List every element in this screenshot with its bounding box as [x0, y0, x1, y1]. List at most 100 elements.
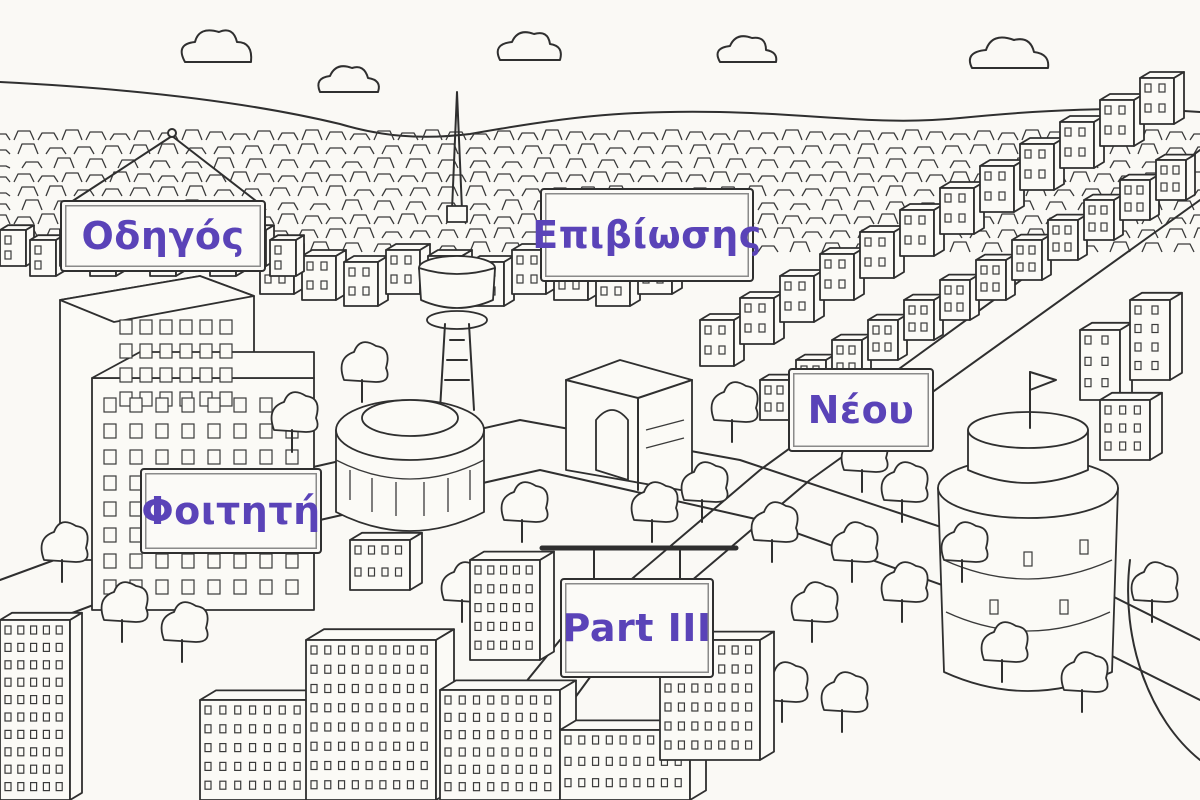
window: [992, 265, 1000, 275]
window: [1151, 323, 1159, 334]
window: [798, 281, 806, 291]
window: [1101, 378, 1109, 388]
window: [458, 747, 466, 757]
window: [718, 683, 726, 693]
window: [42, 677, 51, 687]
window: [487, 621, 495, 632]
window: [512, 640, 521, 650]
window: [404, 274, 412, 284]
window: [285, 579, 299, 595]
building-block: [1129, 291, 1183, 381]
tree: [160, 601, 209, 663]
window: [691, 721, 699, 731]
window: [362, 267, 370, 277]
window: [605, 756, 613, 766]
window: [718, 325, 726, 335]
rooftop-row: [0, 171, 1200, 183]
window: [103, 527, 117, 543]
window: [633, 756, 641, 766]
left-towers: [59, 275, 315, 611]
window: [4, 235, 12, 245]
tree: [500, 481, 549, 543]
window: [324, 703, 332, 713]
window: [394, 567, 403, 577]
window: [337, 683, 346, 694]
window: [1100, 205, 1108, 215]
sign-hangers: [67, 128, 739, 583]
window: [578, 756, 586, 766]
window: [17, 677, 25, 687]
window: [704, 325, 712, 335]
window: [458, 764, 466, 774]
window: [293, 724, 301, 734]
window: [664, 702, 672, 712]
window: [320, 280, 328, 290]
tree: [940, 521, 989, 583]
window: [420, 760, 428, 771]
window: [677, 702, 686, 712]
window: [406, 780, 415, 790]
window: [529, 712, 538, 722]
building-block: [1139, 71, 1185, 125]
window: [310, 760, 318, 771]
window: [530, 255, 538, 265]
tree: [980, 621, 1029, 683]
window: [367, 567, 376, 577]
window: [525, 640, 533, 650]
window: [379, 760, 387, 771]
window: [55, 677, 63, 687]
window: [1104, 441, 1112, 451]
window: [864, 237, 872, 247]
window: [42, 764, 51, 774]
window: [958, 213, 966, 223]
window: [1084, 356, 1092, 366]
window: [233, 553, 247, 569]
window: [351, 780, 359, 790]
building-block: [1083, 193, 1124, 241]
window: [390, 255, 398, 265]
window: [1100, 222, 1108, 232]
window: [515, 730, 523, 740]
window: [155, 553, 169, 569]
window: [219, 343, 233, 359]
window: [878, 237, 886, 247]
tree: [880, 461, 929, 523]
window: [664, 721, 672, 731]
window: [129, 397, 143, 413]
window: [310, 722, 318, 732]
window: [248, 742, 257, 753]
window: [515, 695, 523, 705]
window: [704, 740, 712, 750]
window: [633, 735, 641, 745]
window: [179, 319, 193, 335]
window: [55, 660, 63, 670]
window: [836, 345, 844, 355]
window: [17, 712, 25, 722]
window: [159, 367, 173, 383]
tree: [880, 561, 929, 623]
rotunda: [335, 399, 485, 532]
window: [204, 742, 212, 753]
window: [731, 702, 739, 712]
window: [605, 778, 613, 788]
window: [17, 747, 25, 757]
window: [591, 735, 600, 745]
window: [263, 724, 272, 734]
window: [30, 677, 38, 687]
window: [472, 747, 481, 757]
window: [605, 735, 613, 745]
window: [731, 683, 739, 693]
window: [30, 764, 38, 774]
window: [1028, 245, 1036, 255]
window: [219, 724, 227, 734]
window: [992, 282, 1000, 292]
window: [472, 764, 481, 774]
window: [393, 703, 401, 713]
window: [278, 780, 286, 790]
clouds: [180, 29, 1050, 93]
window: [718, 702, 726, 712]
window: [884, 342, 892, 352]
window: [155, 397, 169, 413]
window: [1136, 185, 1144, 195]
